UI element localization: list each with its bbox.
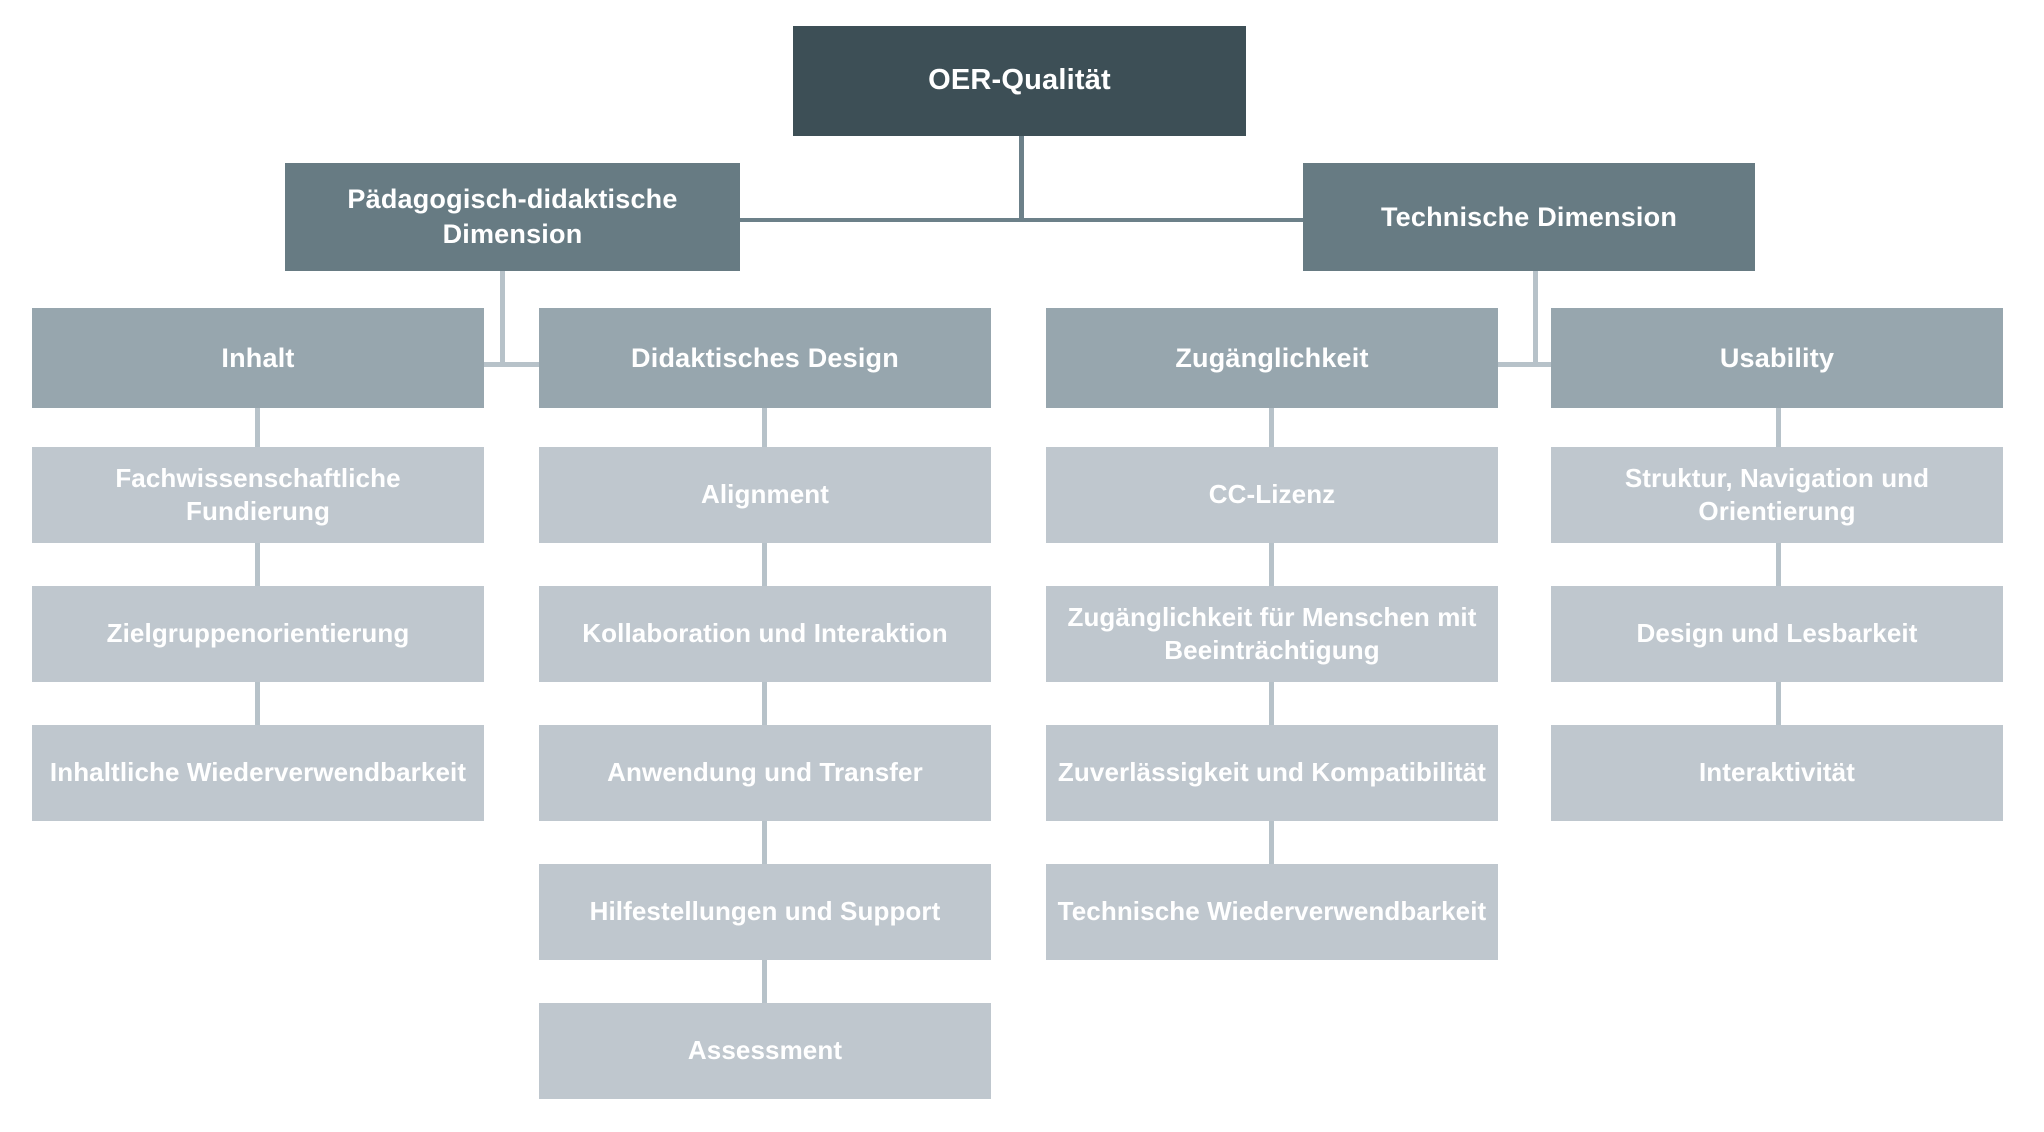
connector-col3-seg3: [1269, 682, 1274, 732]
node-label: Fachwissenschaftliche Fundierung: [115, 462, 401, 526]
node-paedagogisch-didaktische-dimension[interactable]: Pädagogisch-didaktische Dimension: [285, 163, 740, 271]
node-technische-dimension[interactable]: Technische Dimension: [1303, 163, 1755, 271]
leaf-design-und-lesbarkeit[interactable]: Design und Lesbarkeit: [1551, 586, 2003, 682]
leaf-struktur-navigation-und-orientierung[interactable]: Struktur, Navigation und Orientierung: [1551, 447, 2003, 543]
leaf-cc-lizenz[interactable]: CC-Lizenz: [1046, 447, 1498, 543]
node-label: Technische Wiederverwendbarkeit: [1057, 896, 1487, 927]
node-label: Interaktivität: [1698, 757, 1855, 788]
node-label: Zugänglichkeit: [1175, 342, 1369, 373]
node-label: Struktur, Navigation und Orientierung: [1624, 462, 1930, 526]
node-label: Technische Dimension: [1380, 201, 1678, 232]
connector-col4-seg2: [1776, 543, 1781, 593]
node-inhalt[interactable]: Inhalt: [32, 308, 484, 408]
connector-col2-seg5: [762, 960, 767, 1010]
connector-col1-seg3: [255, 682, 260, 732]
connector-right-dimension-vertical: [1533, 268, 1538, 363]
node-label: Assessment: [687, 1035, 843, 1066]
connector-left-dimension-vertical: [500, 268, 505, 363]
connector-col2-seg2: [762, 543, 767, 593]
node-didaktisches-design[interactable]: Didaktisches Design: [539, 308, 991, 408]
leaf-interaktivitaet[interactable]: Interaktivität: [1551, 725, 2003, 821]
node-oer-qualitaet[interactable]: OER-Qualität: [793, 26, 1246, 136]
connector-col2-seg4: [762, 821, 767, 871]
connector-col1-seg1: [255, 404, 260, 454]
connector-col3-seg4: [1269, 821, 1274, 871]
connector-col2-seg3: [762, 682, 767, 732]
node-zugaenglichkeit[interactable]: Zugänglichkeit: [1046, 308, 1498, 408]
node-label: Zuverlässigkeit und Kompatibilität: [1057, 757, 1487, 788]
node-label: Didaktisches Design: [631, 342, 899, 373]
node-label: Design und Lesbarkeit: [1636, 618, 1918, 649]
leaf-zugaenglichkeit-fuer-menschen-mit-beeintraechtigung[interactable]: Zugänglichkeit für Menschen mit Beeinträ…: [1046, 586, 1498, 682]
connector-col4-seg3: [1776, 682, 1781, 732]
leaf-assessment[interactable]: Assessment: [539, 1003, 991, 1099]
leaf-fachwissenschaftliche-fundierung[interactable]: Fachwissenschaftliche Fundierung: [32, 447, 484, 543]
node-usability[interactable]: Usability: [1551, 308, 2003, 408]
leaf-anwendung-und-transfer[interactable]: Anwendung und Transfer: [539, 725, 991, 821]
node-label: Hilfestellungen und Support: [589, 896, 941, 927]
connector-right-category-spine: [1270, 362, 1780, 367]
leaf-zuverlaessigkeit-und-kompatibilitaet[interactable]: Zuverlässigkeit und Kompatibilität: [1046, 725, 1498, 821]
node-label: Pädagogisch-didaktische Dimension: [347, 184, 678, 249]
node-label: Alignment: [700, 479, 829, 510]
node-label: Inhalt: [221, 342, 295, 373]
connector-col3-seg2: [1269, 543, 1274, 593]
connector-dimension-spine: [733, 218, 1573, 222]
leaf-technische-wiederverwendbarkeit[interactable]: Technische Wiederverwendbarkeit: [1046, 864, 1498, 960]
connector-root-vertical: [1019, 136, 1024, 221]
node-label: Usability: [1719, 342, 1835, 373]
leaf-hilfestellungen-und-support[interactable]: Hilfestellungen und Support: [539, 864, 991, 960]
node-label: Inhaltliche Wiederverwendbarkeit: [49, 757, 467, 788]
leaf-inhaltliche-wiederverwendbarkeit[interactable]: Inhaltliche Wiederverwendbarkeit: [32, 725, 484, 821]
node-label: Kollaboration und Interaktion: [582, 618, 948, 649]
connector-col1-seg2: [255, 543, 260, 593]
connector-col3-seg1: [1269, 404, 1274, 454]
leaf-zielgruppenorientierung[interactable]: Zielgruppenorientierung: [32, 586, 484, 682]
node-label: Anwendung und Transfer: [607, 757, 923, 788]
connector-col2-seg1: [762, 404, 767, 454]
node-label: OER-Qualität: [928, 64, 1111, 97]
leaf-alignment[interactable]: Alignment: [539, 447, 991, 543]
node-label: CC-Lizenz: [1208, 479, 1336, 510]
connector-col4-seg1: [1776, 404, 1781, 454]
node-label: Zugänglichkeit für Menschen mit Beeinträ…: [1067, 601, 1477, 665]
leaf-kollaboration-und-interaktion[interactable]: Kollaboration und Interaktion: [539, 586, 991, 682]
node-label: Zielgruppenorientierung: [106, 618, 410, 649]
connector-left-category-spine: [247, 362, 755, 367]
